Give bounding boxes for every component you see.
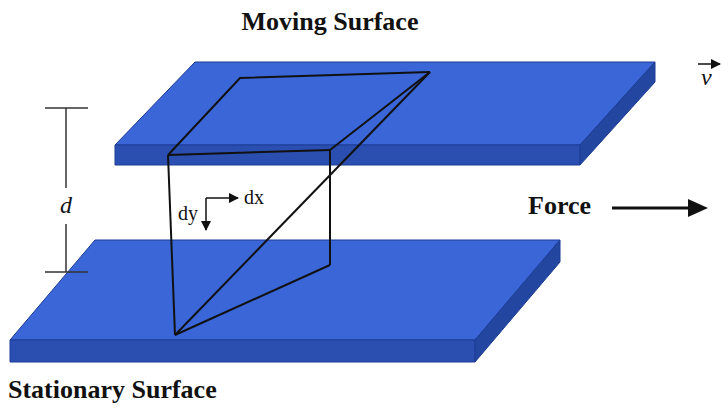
differential-label: dy bbox=[178, 202, 198, 224]
velocity-label: v bbox=[701, 64, 712, 90]
surface-label: Stationary Surface bbox=[8, 376, 217, 405]
moving-plate bbox=[115, 62, 655, 165]
differential-label: dx bbox=[244, 186, 264, 208]
dx-dy-arrows bbox=[206, 198, 238, 230]
stationary-plate bbox=[10, 240, 560, 362]
surface-label: Moving Surface bbox=[242, 8, 419, 37]
force-label: Force bbox=[528, 192, 591, 221]
dimension-d bbox=[45, 108, 88, 272]
force-arrow bbox=[612, 199, 708, 217]
fluid-element bbox=[168, 72, 430, 335]
dimension-label: d bbox=[60, 192, 72, 218]
